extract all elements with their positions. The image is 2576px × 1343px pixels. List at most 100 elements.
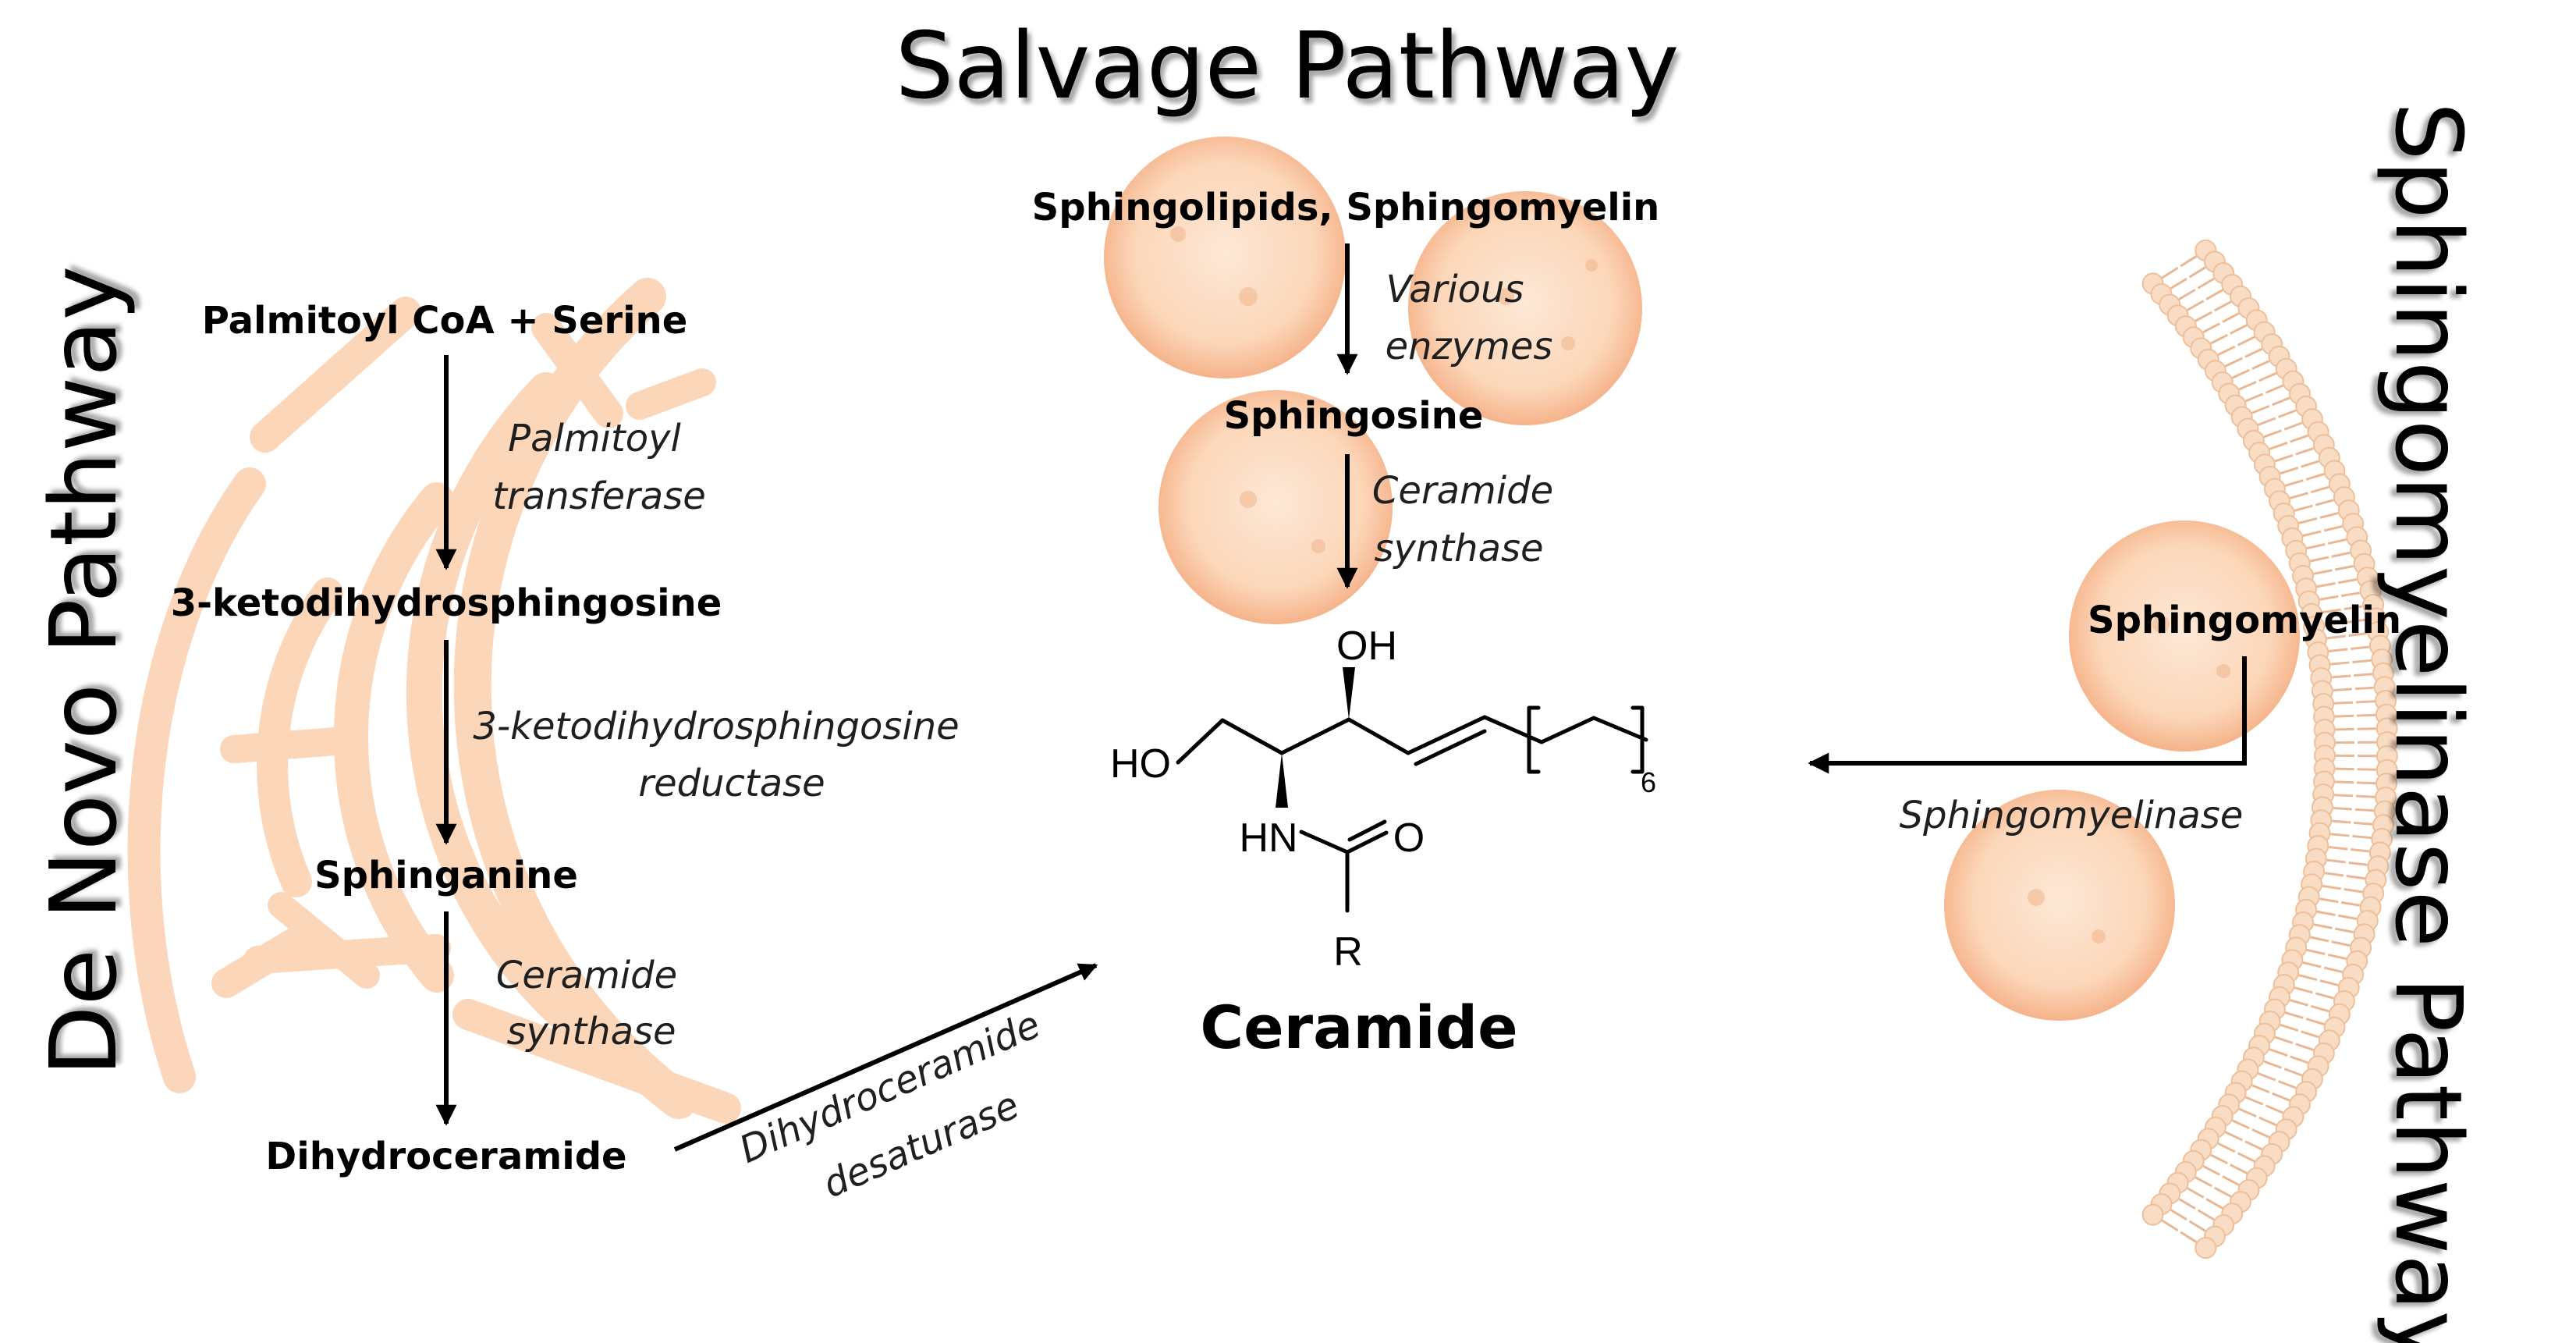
enzyme-various-line2: enzymes [1386,325,1553,368]
lipid-tail-outer [2340,592,2361,598]
lipid-tail-outer [2213,300,2232,312]
atom-oh-top: OH [1336,624,1397,669]
lipid-tail-outer [2346,618,2365,624]
lipid-tail-inner [2178,288,2196,300]
lipid-tail-outer [2338,914,2358,920]
lipid-tail-inner [2224,357,2243,368]
lipid-tail-outer [2357,727,2376,730]
step-palmitoyl-coa-serine: Palmitoyl CoA + Serine [202,299,688,343]
vesicle-2 [1408,191,1642,425]
lipid-tail-inner [2334,794,2354,798]
lipid-tail-inner [2298,517,2318,524]
step-sphingolipids-sphingomyelin: Sphingolipids, Sphingomyelin [1032,186,1660,229]
lipid-tail-inner [2244,1096,2264,1106]
lipid-tail-outer [2323,524,2343,532]
lipid-tail-inner [2217,345,2236,356]
lipid-tail-outer [2348,632,2368,637]
lipid-tail-outer [2295,447,2315,456]
lipid-tail-inner [2280,1023,2299,1032]
lipid-tail-outer [2350,645,2370,650]
atom-hn: HN [1239,815,1297,861]
lipid-tail-inner [2294,986,2313,994]
lipid-tail-inner [2280,466,2299,475]
lipid-tail-outer [2331,940,2351,947]
lipid-tail-inner [2217,1142,2236,1153]
lipid-tail-inner [2324,872,2344,877]
lipid-tail-inner [2187,300,2205,311]
lipid-tail-inner [2195,1176,2212,1188]
lipid-tail-outer [2283,1068,2303,1077]
lipid-tail-inner [2251,1084,2270,1094]
repeat-subscript: 6 [1641,766,1656,798]
lipid-tail-outer [2315,499,2334,506]
lipid-tail-inner [2294,504,2313,512]
lipid-tail-inner [2161,266,2179,279]
lipid-tail-inner [2330,833,2350,837]
lipid-tail-outer [2334,927,2354,934]
lipid-tail-outer [2272,1092,2290,1102]
lipid-tail-inner [2330,661,2350,666]
lipid-tail-inner [2263,429,2283,439]
lipid-tail-outer [2244,1140,2263,1151]
lipid-tail-outer [2348,862,2368,866]
vesicle-3 [1158,390,1393,624]
atom-o-carbonyl: O [1393,815,1425,861]
enzyme-reductase-line2: reductase [638,762,825,805]
title-de-novo-pathway: De Novo Pathway [30,266,137,1077]
enzyme-ceramide-synthase-1-line1: Ceramide [496,954,677,997]
lipid-tail-outer [2244,347,2263,358]
lipid-tail-outer [2213,1186,2232,1198]
lipid-tail-inner [2306,948,2326,955]
lipid-tail-inner [2329,846,2348,851]
lipid-tail-outer [2352,659,2372,664]
lipid-tail-outer [2305,1018,2325,1025]
lipid-tail-inner [2269,442,2288,450]
lipid-head-inner [2141,1203,2164,1226]
lipid-tail-outer [2334,564,2354,571]
lipid-tail-outer [2305,473,2325,481]
lipid-tail-outer [2350,848,2370,853]
product-ceramide-label: Ceramide [1200,993,1517,1062]
lipid-tail-outer [2237,336,2255,346]
title-salvage-pathway: Salvage Pathway [895,12,1679,119]
lipid-tail-outer [2354,808,2374,812]
lipid-head-outer [2195,1237,2217,1260]
lipid-tail-inner [2284,479,2304,487]
enzyme-sphingomyelinase: Sphingomyelinase [1900,794,2244,837]
lipid-tail-inner [2178,1198,2196,1210]
lipid-tail-inner [2313,569,2333,575]
lipid-tail-inner [2231,368,2250,379]
lipid-tail-outer [2188,266,2206,279]
lipid-tail-outer [2230,1164,2248,1174]
lipid-tail-inner [2238,381,2257,391]
lipid-tail-inner [2326,634,2346,640]
lipid-tail-outer [2278,409,2297,418]
vesicle-illustrations [1104,137,2300,1021]
lipid-tail-outer [2237,1152,2255,1163]
lipid-tail-inner [2310,936,2329,943]
vesicle-5 [1944,790,2175,1021]
lipid-tail-outer [2197,277,2215,290]
lipid-tail-inner [2231,1119,2250,1130]
arrow-dihydroceramide-to-ceramide [673,963,1098,1152]
lipid-tail-inner [2290,999,2308,1007]
lipid-tail-inner [2161,1219,2179,1232]
lipid-tail-inner [2313,923,2333,929]
lipid-tail-inner [2274,1036,2294,1045]
lipid-tail-inner [2316,582,2336,588]
arrow-sphingomyelin-to-ceramide [1808,656,2247,774]
de-novo-pathway-steps: Palmitoyl CoA + Serine 3-ketodihydrosphi… [171,299,722,1178]
lipid-tail-outer [2258,371,2277,382]
lipid-tail-outer [2352,834,2372,840]
lipid-tail-inner [2302,530,2322,537]
lipid-tail-inner [2322,608,2341,614]
lipid-tail-outer [2278,1080,2297,1089]
endoplasmic-reticulum-illustration [127,278,741,1124]
lipid-tail-outer [2205,289,2223,300]
lipid-tail-inner [2251,404,2270,414]
step-dihydroceramide: Dihydroceramide [265,1135,626,1178]
lipid-tail-outer [2323,966,2343,974]
lipid-tail-outer [2354,673,2373,677]
wedge-bond-oh [1343,667,1355,719]
enzyme-ceramide-synthase-1-line2: synthase [506,1010,676,1053]
